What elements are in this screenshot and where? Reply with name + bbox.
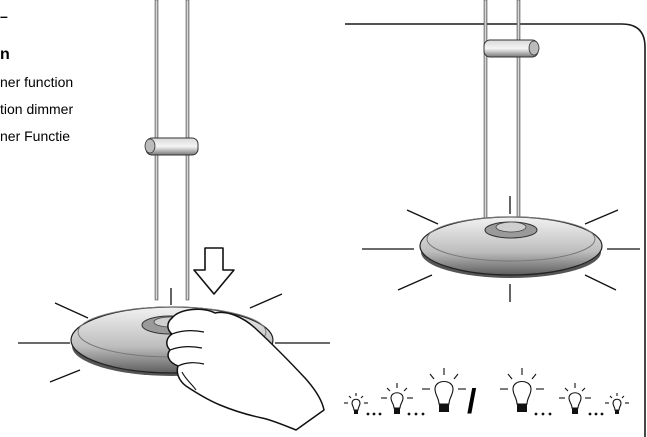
heading-fragment: – xyxy=(0,8,8,24)
label-english: ner function xyxy=(0,74,74,90)
panel-border xyxy=(345,23,646,437)
separator-slash: / xyxy=(467,383,477,421)
label-french: tion dimmer xyxy=(0,101,74,117)
heading-title: n xyxy=(0,46,10,63)
light-bulb-icon xyxy=(344,368,629,416)
hand-touch-icon xyxy=(166,308,325,431)
pendant-lamp-icon xyxy=(362,0,640,302)
label-dutch: ner Functie xyxy=(0,128,71,144)
down-arrow-icon xyxy=(193,247,235,295)
